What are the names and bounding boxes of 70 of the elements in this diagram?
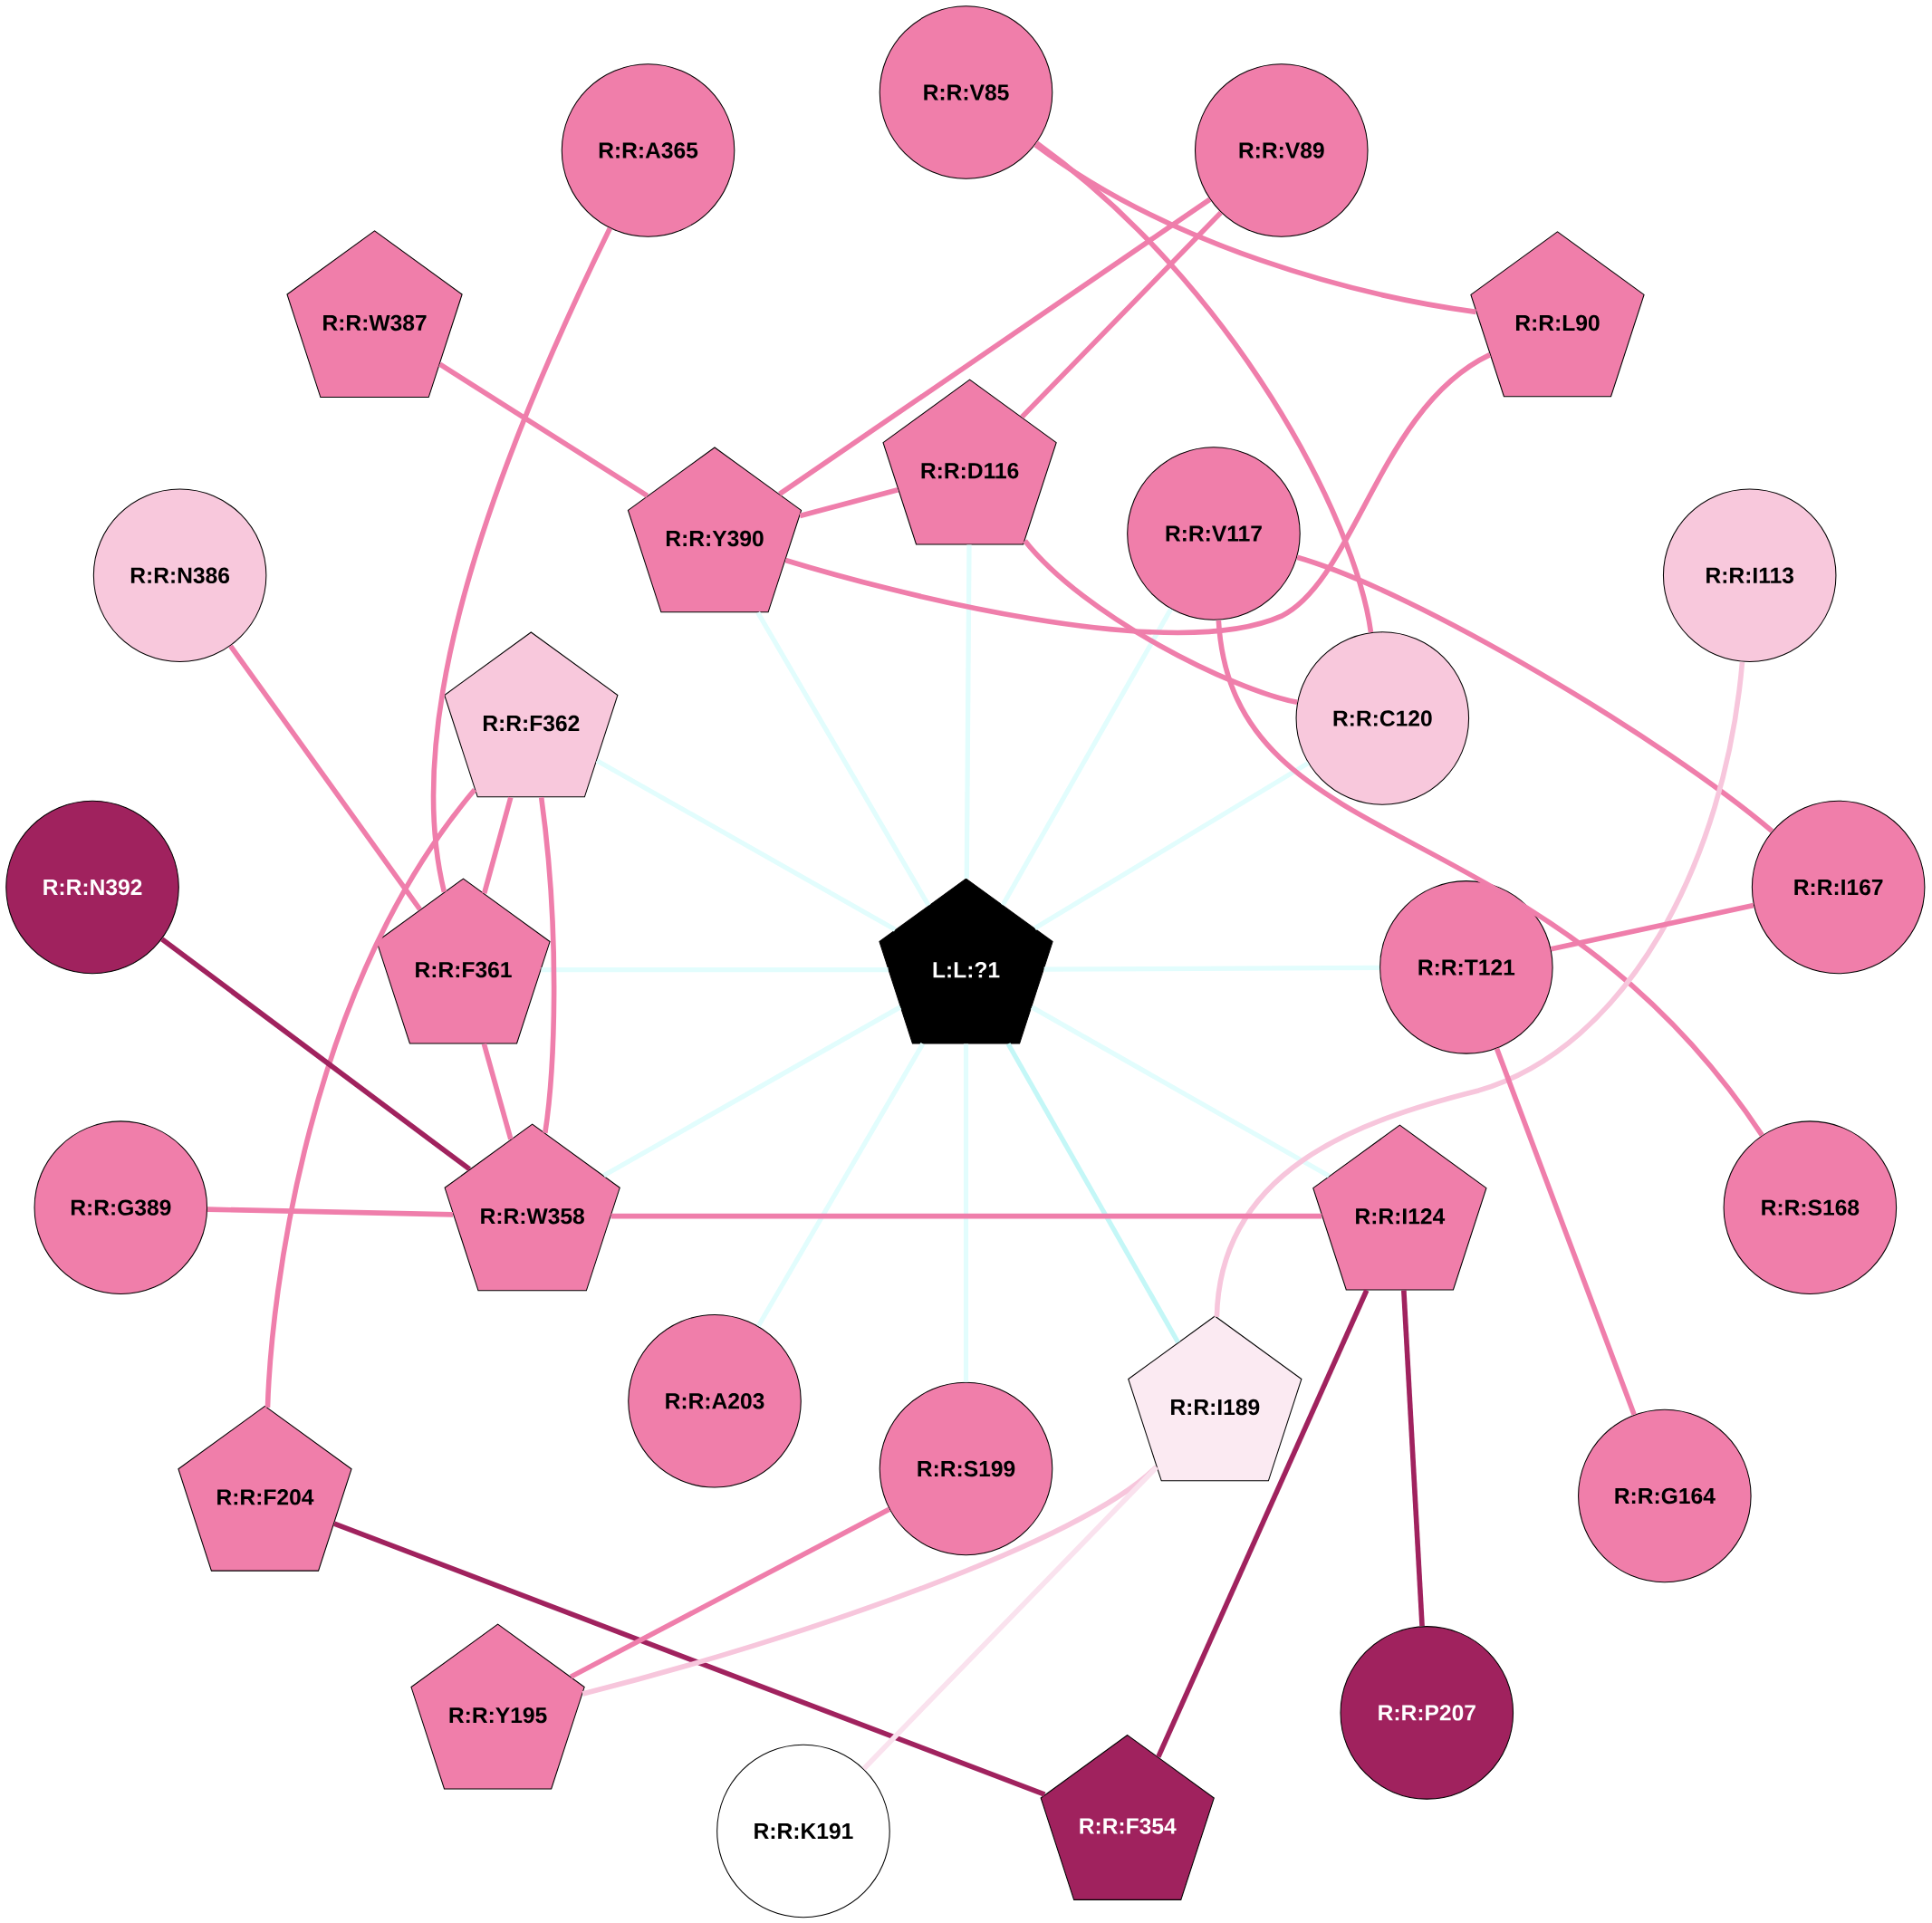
connector-line xyxy=(538,796,557,1133)
connector-line xyxy=(1214,661,1745,1317)
connector-line xyxy=(1216,619,1764,1137)
pentagon-node: R:R:L90 xyxy=(1470,231,1645,397)
connector-line xyxy=(1296,554,1774,833)
pentagon-node: R:R:W387 xyxy=(286,230,463,398)
connector-line xyxy=(1020,210,1223,419)
circle-node: R:R:I113 xyxy=(1662,488,1837,662)
pentagon-node: R:R:F362 xyxy=(444,631,619,798)
pentagon-node: R:R:F354 xyxy=(1040,1734,1215,1900)
connector-line xyxy=(1550,902,1754,952)
connector-line xyxy=(602,1005,902,1178)
connector-line xyxy=(1494,1047,1637,1416)
connector-line xyxy=(1033,142,1476,314)
connector-line xyxy=(964,544,972,879)
connector-line xyxy=(481,1043,514,1140)
connector-line xyxy=(228,644,422,911)
connector-line xyxy=(160,937,472,1171)
circle-node: R:R:T121 xyxy=(1379,880,1553,1054)
pentagon-node: L:L:?1 xyxy=(879,878,1053,1044)
pentagon-node: R:R:F361 xyxy=(376,878,551,1044)
circle-node: R:R:I167 xyxy=(1751,800,1926,974)
connector-line xyxy=(1030,1005,1331,1178)
connector-line xyxy=(1000,607,1173,907)
connector-line xyxy=(264,787,477,1408)
pentagon-node: R:R:I189 xyxy=(1128,1315,1302,1482)
connector-line xyxy=(207,1207,454,1217)
connector-line xyxy=(438,361,649,498)
circle-node: R:R:S168 xyxy=(1723,1120,1898,1294)
connector-line xyxy=(541,966,889,972)
connector-line xyxy=(582,1465,1158,1697)
circle-node: R:R:V89 xyxy=(1195,62,1369,237)
connector-line xyxy=(430,226,612,893)
pentagon-node: R:R:Y195 xyxy=(410,1623,585,1790)
circle-node: R:R:N392 xyxy=(5,800,179,974)
connector-line xyxy=(963,1043,969,1382)
circle-node: R:R:S199 xyxy=(879,1381,1053,1556)
circle-node: R:R:C120 xyxy=(1295,631,1470,805)
connector-line xyxy=(1034,140,1374,633)
circle-node: R:R:G164 xyxy=(1578,1409,1752,1582)
pentagon-node: R:R:Y390 xyxy=(627,447,803,613)
connector-line xyxy=(595,758,897,932)
pentagon-node: R:R:I124 xyxy=(1312,1124,1487,1291)
connector-line xyxy=(1401,1290,1425,1627)
circle-node: R:R:N386 xyxy=(92,488,267,662)
connector-line xyxy=(778,197,1212,496)
pentagon-node: R:R:W358 xyxy=(444,1123,620,1292)
circle-node: R:R:V85 xyxy=(879,5,1053,179)
connector-line xyxy=(1156,1289,1370,1758)
connector-line xyxy=(481,796,514,894)
connector-line xyxy=(755,611,931,907)
connector-line xyxy=(610,1213,1322,1219)
connector-line xyxy=(784,352,1492,635)
pentagon-node: R:R:D116 xyxy=(882,379,1057,545)
connector-line xyxy=(755,1042,926,1328)
connector-line xyxy=(1033,761,1310,930)
circle-node: R:R:V117 xyxy=(1127,447,1301,620)
connector-line xyxy=(1023,538,1298,705)
circle-node: R:R:G389 xyxy=(34,1120,208,1294)
pentagon-node: R:R:F204 xyxy=(178,1405,352,1572)
connector-line xyxy=(333,1521,1046,1797)
connector-line xyxy=(799,486,899,518)
connector-line xyxy=(861,1465,1158,1771)
circle-node: R:R:A203 xyxy=(628,1313,802,1488)
circle-node: R:R:A365 xyxy=(561,62,735,237)
circle-node: R:R:K191 xyxy=(716,1744,890,1918)
circle-node: R:R:P207 xyxy=(1340,1625,1514,1800)
connector-line xyxy=(1005,1042,1180,1343)
connector-line xyxy=(1043,965,1380,972)
connector-line xyxy=(570,1506,891,1679)
